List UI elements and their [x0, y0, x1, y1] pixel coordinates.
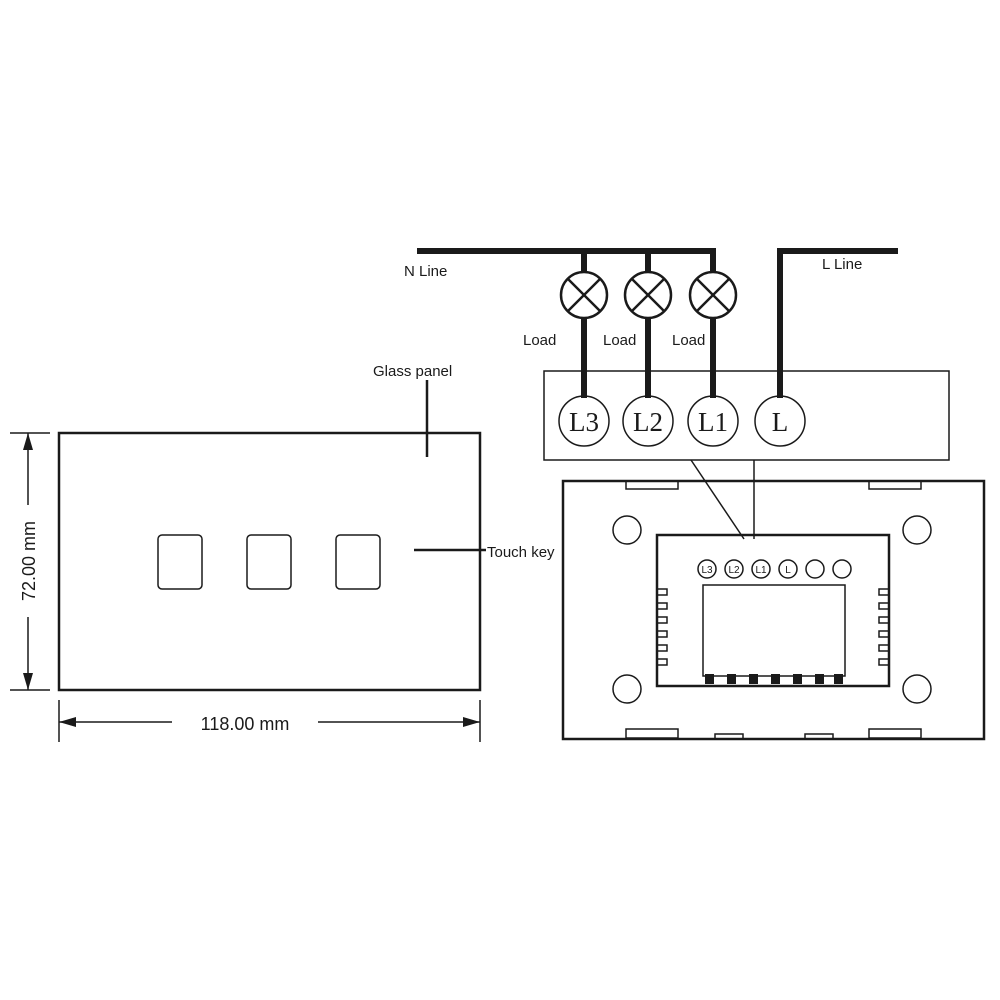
- terminal-l3: [558, 395, 610, 447]
- terminal-l1: [687, 395, 739, 447]
- terminal-block: L3 L2 L1 L: [543, 370, 950, 540]
- terminal-label-l1: L1: [698, 407, 728, 437]
- clip: [804, 733, 834, 740]
- leader-line: [690, 459, 745, 540]
- arrow-down-icon: [23, 673, 33, 690]
- screw-hole-icon: [612, 515, 642, 545]
- clip: [625, 728, 679, 739]
- screw-hole-icon: [612, 674, 642, 704]
- touch-key-1: [157, 534, 203, 590]
- clip: [868, 728, 922, 739]
- terminal-block-frame: [543, 370, 950, 461]
- clip: [714, 733, 744, 740]
- height-dimension-label: 72.00 mm: [19, 521, 39, 601]
- board-terminal-label-l1: L1: [755, 565, 767, 576]
- board-terminal-spare: [805, 559, 825, 579]
- board-terminal-label-l3: L3: [701, 565, 713, 576]
- touch-key-label: Touch key: [487, 544, 555, 561]
- side-pins-left: [656, 588, 668, 666]
- back-plate: [561, 479, 986, 741]
- terminal-label-l: L: [772, 407, 789, 437]
- switch-front-view: Glass panel Touch key 72.00 mm 118.00 mm: [10, 363, 555, 742]
- load-label-3: Load: [672, 332, 705, 349]
- dimension-label-background: [12, 505, 44, 617]
- board-terminal-l: [778, 559, 798, 579]
- board-terminal-label-l: L: [785, 565, 791, 576]
- arrow-left-icon: [59, 717, 76, 727]
- board-terminal-l3: [697, 559, 717, 579]
- lamp-icon: [623, 270, 673, 320]
- board-terminal-label-l2: L2: [728, 565, 740, 576]
- load-label-1: Load: [523, 332, 556, 349]
- arrow-up-icon: [23, 433, 33, 450]
- touch-key-2: [246, 534, 292, 590]
- touch-key-3: [335, 534, 381, 590]
- clip: [868, 480, 922, 490]
- board-terminal-l1: [751, 559, 771, 579]
- glass-panel-label: Glass panel: [373, 363, 452, 380]
- bottom-pins: [705, 674, 843, 684]
- side-pins-right: [878, 588, 890, 666]
- wiring-group: N Line L Line Load Load Load: [404, 248, 898, 398]
- load-label-2: Load: [603, 332, 636, 349]
- clip: [625, 480, 679, 490]
- module-box: [655, 533, 891, 688]
- dimension-label-background: [172, 710, 318, 736]
- board-terminal-spare: [832, 559, 852, 579]
- glass-panel: [57, 431, 482, 692]
- terminal-label-l2: L2: [633, 407, 663, 437]
- l-line-label: L Line: [822, 256, 862, 273]
- terminal-l2: [622, 395, 674, 447]
- width-dimension-label: 118.00 mm: [201, 714, 290, 734]
- relay-module: [702, 584, 846, 677]
- arrow-right-icon: [463, 717, 480, 727]
- lamp-icon: [559, 270, 609, 320]
- lamp-icon: [688, 270, 738, 320]
- n-line-label: N Line: [404, 263, 447, 280]
- terminal-label-l3: L3: [569, 407, 599, 437]
- terminal-l: [754, 395, 806, 447]
- board-terminal-l2: [724, 559, 744, 579]
- switch-back-view: L3 L2 L1 L: [561, 479, 986, 741]
- screw-hole-icon: [902, 674, 932, 704]
- screw-hole-icon: [902, 515, 932, 545]
